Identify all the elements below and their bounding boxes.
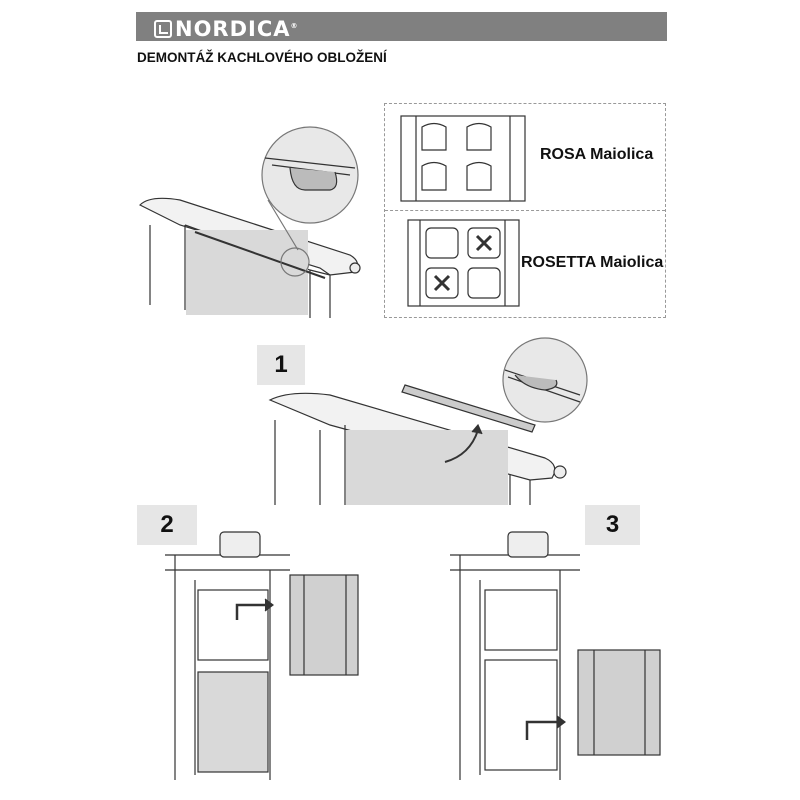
overview-stove-drawing bbox=[138, 126, 361, 318]
step2-drawing bbox=[165, 531, 359, 780]
step-2-label: 2 bbox=[137, 505, 197, 545]
rosetta-tile-drawing bbox=[407, 219, 520, 307]
nordica-logo: NORDICA® bbox=[154, 14, 299, 42]
step-1-label: 1 bbox=[257, 345, 305, 385]
nordica-logo-mark-icon bbox=[154, 20, 172, 38]
step-3-label: 3 bbox=[585, 505, 640, 545]
tile-divider bbox=[385, 210, 665, 211]
page-title: DEMONTÁŽ KACHLOVÉHO OBLOŽENÍ bbox=[137, 50, 387, 65]
registered-mark: ® bbox=[290, 22, 299, 30]
rosetta-label: ROSETTA Maiolica bbox=[521, 254, 664, 271]
brand-header-bar: NORDICA® bbox=[136, 12, 667, 41]
rosa-label: ROSA Maiolica bbox=[540, 146, 654, 163]
step3-drawing bbox=[450, 531, 661, 780]
step1-drawing bbox=[268, 337, 588, 505]
rosa-tile-drawing bbox=[400, 115, 526, 202]
tile-variants-panel bbox=[384, 103, 666, 318]
brand-name: NORDICA bbox=[175, 17, 291, 41]
